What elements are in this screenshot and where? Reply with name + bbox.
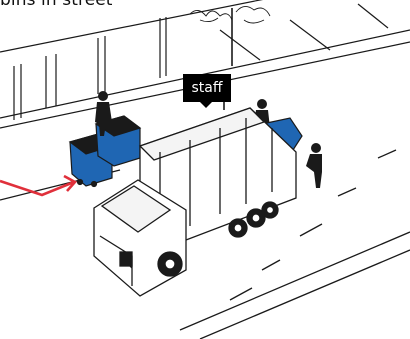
tree xyxy=(190,6,270,66)
arrow-icon xyxy=(0,176,75,195)
staff-label: staff xyxy=(183,74,231,102)
person-icon xyxy=(306,143,322,188)
